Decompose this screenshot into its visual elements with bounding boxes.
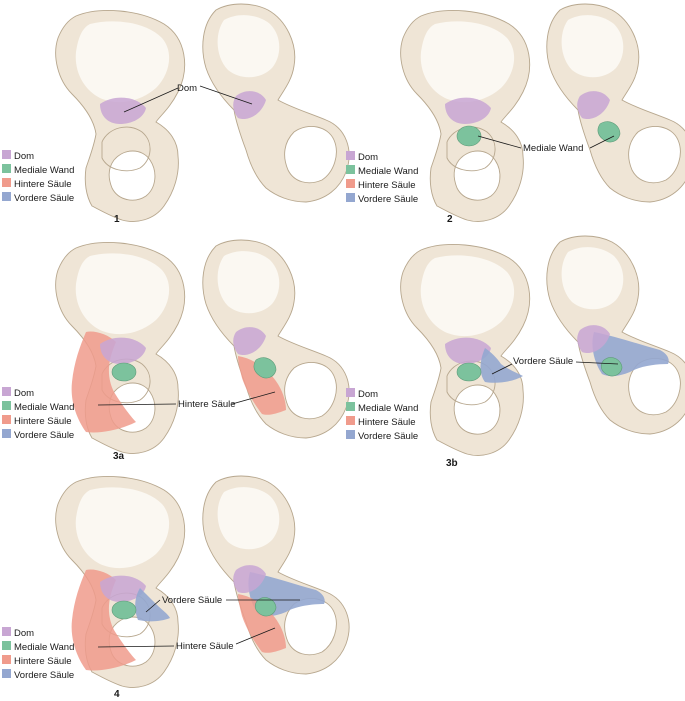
mediale-wand-region — [254, 597, 277, 617]
hintere-saeule-region — [238, 594, 286, 653]
callout-hintere-saeule: Hintere Säule — [178, 399, 236, 410]
legend-swatch-vordere-saeule — [346, 430, 355, 439]
callout-dom: Dom — [177, 83, 197, 94]
mediale-wand-region — [456, 125, 482, 147]
vordere-saeule-region — [480, 348, 523, 383]
legend-swatch-hintere-saeule — [2, 415, 11, 424]
panel-number: 3a — [113, 451, 125, 462]
bone-medial-view — [203, 240, 349, 438]
bone-medial-view — [547, 4, 685, 202]
legend-swatch-hintere-saeule — [346, 179, 355, 188]
legend: Dom Mediale Wand Hintere Säule Vordere S… — [2, 387, 74, 441]
legend-label-mediale-wand: Mediale Wand — [14, 402, 74, 413]
legend-label-vordere-saeule: Vordere Säule — [14, 193, 74, 204]
legend-swatch-hintere-saeule — [346, 416, 355, 425]
legend: Dom Mediale Wand Hintere Säule Vordere S… — [346, 388, 418, 442]
panel-3a: Hintere Säule Dom Mediale Wand Hintere S… — [2, 240, 349, 462]
legend-label-mediale-wand: Mediale Wand — [14, 165, 74, 176]
legend: Dom Mediale Wand Hintere Säule Vordere S… — [2, 627, 74, 681]
panel-number: 1 — [114, 214, 120, 225]
legend-label-hintere-saeule: Hintere Säule — [14, 416, 72, 427]
legend-label-hintere-saeule: Hintere Säule — [358, 417, 416, 428]
panel-number: 2 — [447, 214, 453, 225]
mediale-wand-region — [600, 357, 623, 377]
hintere-saeule-region — [71, 331, 136, 433]
dom-region — [577, 325, 610, 354]
legend-label-hintere-saeule: Hintere Säule — [14, 656, 72, 667]
legend-swatch-dom — [2, 387, 11, 396]
vordere-saeule-region — [135, 588, 170, 622]
mediale-wand-region — [111, 362, 137, 382]
bone-lateral-view — [401, 10, 530, 221]
hintere-saeule-region — [238, 356, 286, 415]
mediale-wand-region — [597, 121, 621, 143]
legend: Dom Mediale Wand Hintere Säule Vordere S… — [346, 151, 418, 205]
panel-number: 4 — [114, 689, 120, 700]
legend-swatch-hintere-saeule — [2, 655, 11, 664]
dom-region — [100, 337, 146, 364]
bone-medial-view — [203, 476, 349, 674]
dom-region — [577, 91, 610, 120]
legend-label-vordere-saeule: Vordere Säule — [14, 670, 74, 681]
legend-label-dom: Dom — [14, 151, 34, 162]
legend-label-dom: Dom — [358, 389, 378, 400]
hintere-saeule-region — [71, 569, 136, 671]
legend-label-dom: Dom — [14, 628, 34, 639]
legend-label-dom: Dom — [14, 388, 34, 399]
legend-swatch-mediale-wand — [2, 164, 11, 173]
legend-swatch-dom — [346, 151, 355, 160]
mediale-wand-region — [253, 357, 277, 379]
legend-label-vordere-saeule: Vordere Säule — [14, 430, 74, 441]
dom-region — [233, 565, 266, 594]
legend-swatch-dom — [2, 150, 11, 159]
dom-region — [100, 97, 146, 124]
legend-label-mediale-wand: Mediale Wand — [358, 403, 418, 414]
legend-swatch-vordere-saeule — [2, 669, 11, 678]
panel-3b: Vordere Säule Dom Mediale Wand Hintere S… — [346, 236, 685, 469]
legend-label-hintere-saeule: Hintere Säule — [358, 180, 416, 191]
panel-1: Dom Dom Mediale Wand Hintere Säule Vorde… — [2, 4, 349, 225]
legend-swatch-vordere-saeule — [2, 192, 11, 201]
legend-label-mediale-wand: Mediale Wand — [14, 642, 74, 653]
legend-label-vordere-saeule: Vordere Säule — [358, 194, 418, 205]
bone-medial-view — [203, 4, 349, 202]
dom-region — [233, 91, 266, 120]
bone-lateral-view — [401, 244, 530, 455]
mediale-wand-region — [111, 600, 137, 620]
bone-lateral-view — [56, 242, 185, 453]
dom-region — [445, 337, 491, 364]
legend: Dom Mediale Wand Hintere Säule Vordere S… — [2, 150, 74, 204]
dom-region — [100, 575, 146, 602]
legend-label-vordere-saeule: Vordere Säule — [358, 431, 418, 442]
legend-swatch-mediale-wand — [346, 402, 355, 411]
callout-vordere-saeule: Vordere Säule — [162, 595, 222, 606]
bone-medial-view — [547, 236, 685, 434]
panel-number: 3b — [446, 458, 458, 469]
legend-label-hintere-saeule: Hintere Säule — [14, 179, 72, 190]
mediale-wand-region — [456, 362, 482, 382]
legend-swatch-vordere-saeule — [2, 429, 11, 438]
callout-hintere-saeule: Hintere Säule — [176, 641, 234, 652]
callout-mediale-wand: Mediale Wand — [523, 143, 583, 154]
legend-swatch-mediale-wand — [2, 401, 11, 410]
legend-swatch-vordere-saeule — [346, 193, 355, 202]
dom-region — [233, 327, 266, 356]
panel-4: Vordere Säule Hintere Säule Dom Mediale … — [2, 476, 349, 700]
legend-swatch-dom — [2, 627, 11, 636]
legend-label-mediale-wand: Mediale Wand — [358, 166, 418, 177]
dom-region — [445, 97, 491, 124]
panel-2: Mediale Wand Dom Mediale Wand Hintere Sä… — [346, 4, 685, 225]
callout-vordere-saeule: Vordere Säule — [513, 356, 573, 367]
legend-swatch-mediale-wand — [346, 165, 355, 174]
legend-swatch-dom — [346, 388, 355, 397]
bone-lateral-view — [56, 10, 185, 221]
legend-swatch-mediale-wand — [2, 641, 11, 650]
legend-label-dom: Dom — [358, 152, 378, 163]
legend-swatch-hintere-saeule — [2, 178, 11, 187]
bone-lateral-view — [56, 476, 185, 687]
